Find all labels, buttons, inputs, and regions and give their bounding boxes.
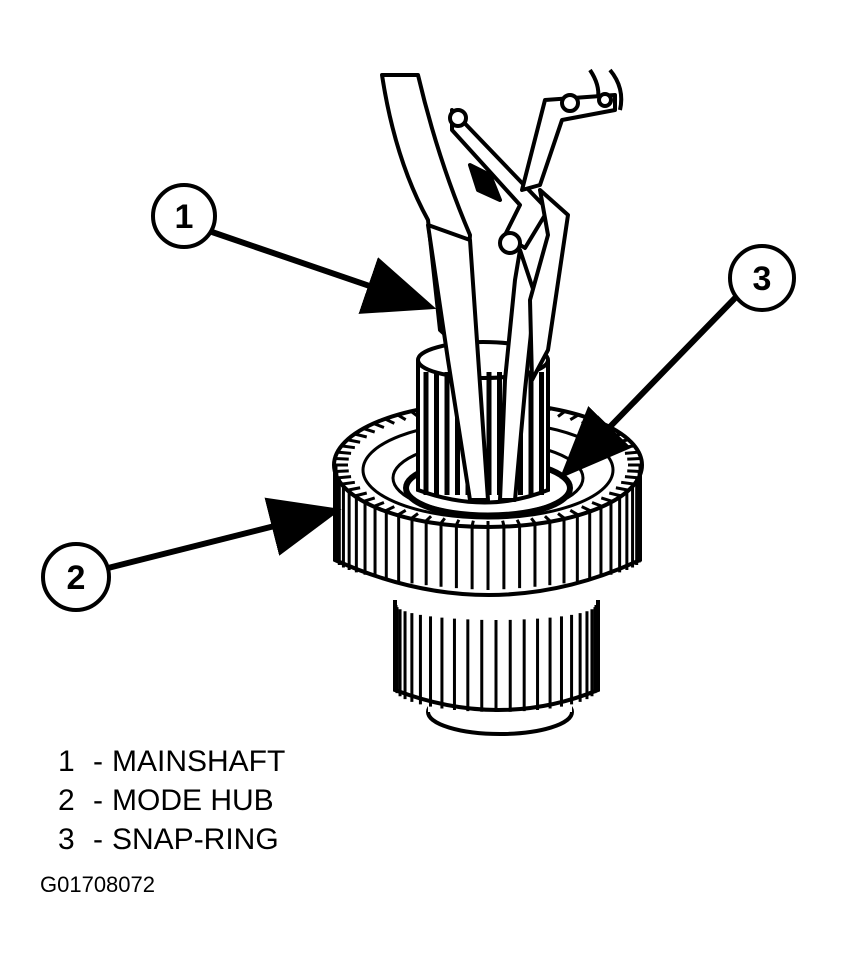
callout-3: 3 xyxy=(559,244,796,479)
legend-number: 2 xyxy=(58,784,75,817)
callout-1-label: 1 xyxy=(175,198,194,236)
snap-ring-pliers-icon xyxy=(380,68,624,502)
mode-hub-lower-gear xyxy=(393,600,600,736)
figure-id: G01708072 xyxy=(40,872,155,897)
legend-separator: - xyxy=(93,784,103,817)
legend-label: MODE HUB xyxy=(112,784,274,817)
callout-3-label: 3 xyxy=(753,260,772,298)
legend-separator: - xyxy=(93,745,103,778)
legend-label: SNAP-RING xyxy=(112,823,279,856)
legend-item-mode-hub: 2-MODE HUB xyxy=(58,781,285,820)
legend: 1-MAINSHAFT 2-MODE HUB 3-SNAP-RING xyxy=(58,742,285,859)
legend-number: 1 xyxy=(58,745,75,778)
callout-2-label: 2 xyxy=(67,559,86,597)
legend-number: 3 xyxy=(58,823,75,856)
legend-label: MAINSHAFT xyxy=(112,745,286,778)
legend-item-mainshaft: 1-MAINSHAFT xyxy=(58,742,285,781)
callout-2: 2 xyxy=(41,497,342,612)
callout-1: 1 xyxy=(151,183,437,314)
legend-separator: - xyxy=(93,823,103,856)
legend-item-snap-ring: 3-SNAP-RING xyxy=(58,820,285,859)
